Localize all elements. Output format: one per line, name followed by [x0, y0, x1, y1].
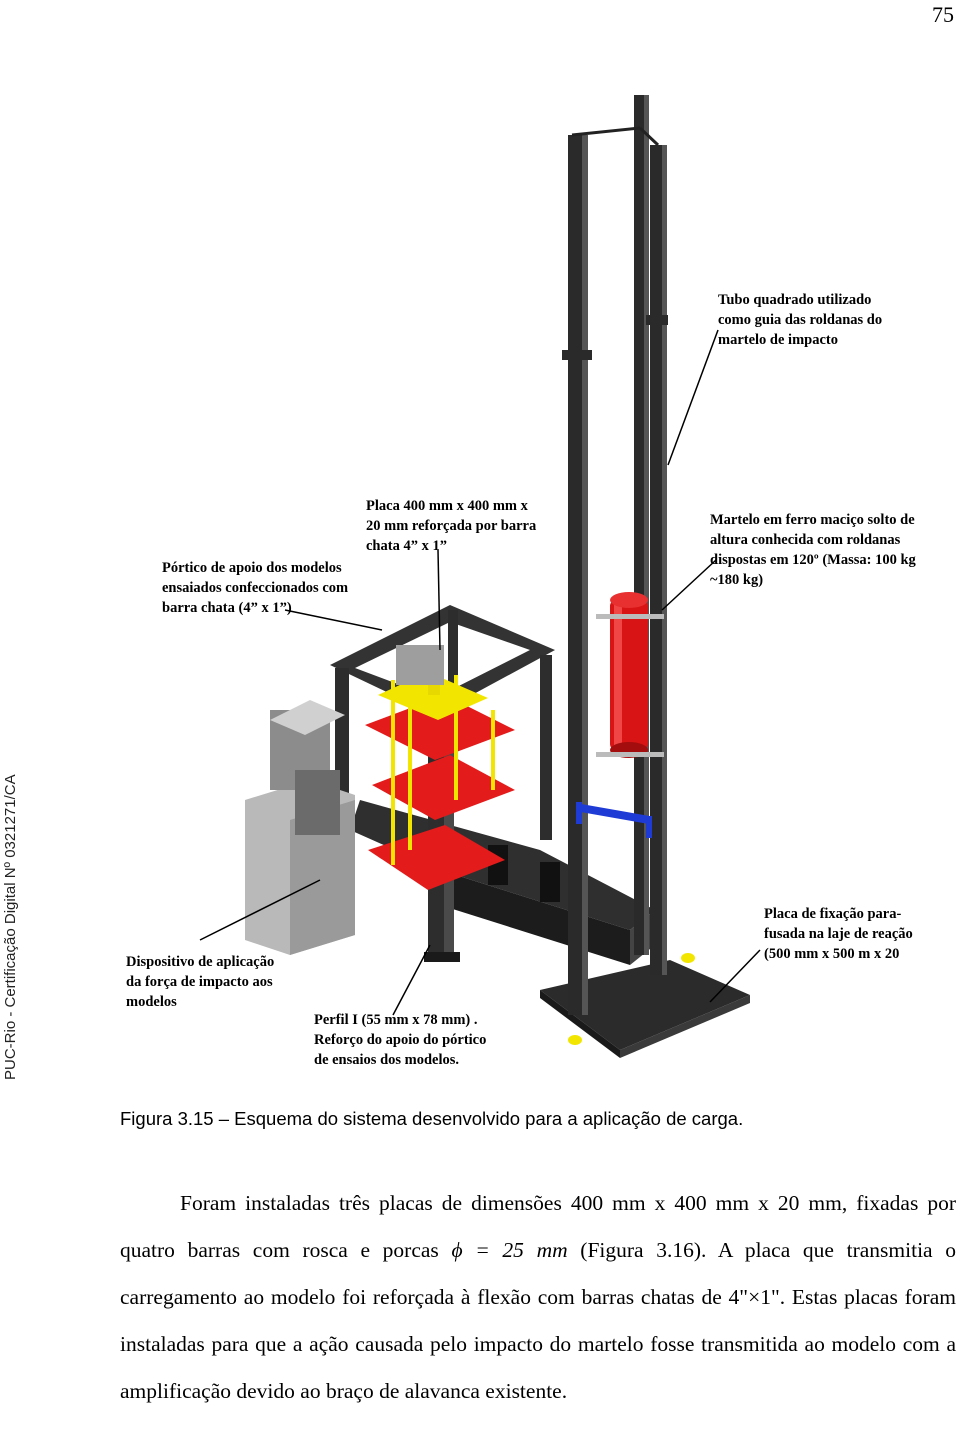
- figure-caption: Figura 3.15 – Esquema do sistema desenvo…: [120, 1108, 744, 1129]
- label-plate: Placa 400 mm x 400 mm x 20 mm reforçada …: [366, 498, 537, 554]
- blue-clamp: [576, 802, 652, 838]
- body-text-part2: (Figura 3.16). A placa que transmitia o …: [120, 1238, 956, 1403]
- test-rig-drawing: [199, 95, 761, 1058]
- label-base-plate: Placa de fixação para- fusada na laje de…: [764, 906, 913, 962]
- label-i-profile: Perfil I (55 mm x 78 mm) . Reforço do ap…: [314, 1012, 487, 1068]
- label-hammer: Martelo em ferro maciço solto de altura …: [710, 512, 916, 588]
- phi-equation: ϕ = 25 mm: [451, 1238, 568, 1262]
- page-number: 75: [932, 2, 954, 27]
- body-paragraph: Foram instaladas três placas de dimensõe…: [120, 1180, 956, 1415]
- base-plate: [540, 960, 750, 1050]
- red-plates: [365, 695, 515, 890]
- guide-columns: [562, 95, 668, 1015]
- label-guide-tube: Tubo quadrado utilizado como guia das ro…: [718, 292, 883, 348]
- impact-device: [245, 645, 444, 955]
- certification-stamp: PUC-Rio - Certificação Digital Nº 032127…: [2, 774, 19, 1080]
- leader-lines: [199, 329, 761, 1016]
- label-portico: Pórtico de apoio dos modelos ensaiados c…: [162, 560, 349, 616]
- label-impact-device: Dispositivo de aplicação da força de imp…: [126, 954, 275, 1010]
- body-text-part1: Foram instaladas três placas de dimensõe…: [120, 1191, 956, 1262]
- impact-hammer: [596, 592, 664, 758]
- test-rig-figure: Tubo quadrado utilizado como guia das ro…: [110, 90, 950, 1080]
